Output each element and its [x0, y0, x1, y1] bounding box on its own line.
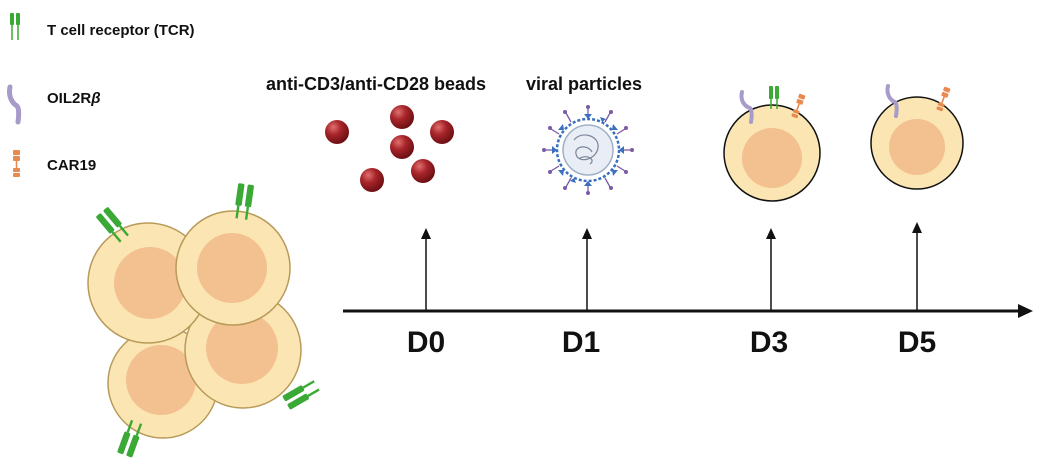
- t-cell-icon: [723, 104, 821, 202]
- car19-receptor-icon: [13, 150, 20, 177]
- legend-label-oil2rb: OIL2Rβ: [47, 90, 101, 107]
- magnetic-bead-icon: [325, 120, 349, 144]
- viral-particle-icon: [542, 105, 634, 195]
- legend-label-car19: CAR19: [47, 157, 96, 174]
- legend: T cell receptor (TCR) OIL2Rβ CAR19: [7, 13, 195, 177]
- magnetic-bead-icon: [411, 159, 435, 183]
- legend-label-oil2rb-text: OIL2R: [47, 90, 91, 107]
- arrow-d3: [766, 228, 776, 310]
- day-label-d1: D1: [562, 326, 600, 359]
- magnetic-bead-icon: [390, 105, 414, 129]
- magnetic-bead-icon: [430, 120, 454, 144]
- magnetic-bead-icon: [360, 168, 384, 192]
- legend-item-car19: CAR19: [13, 150, 96, 177]
- legend-label-oil2rb-beta: β: [90, 90, 100, 107]
- timeline-axis: [343, 304, 1033, 318]
- tcr-receptor-icon: [769, 86, 779, 109]
- legend-item-tcr: T cell receptor (TCR): [10, 13, 195, 40]
- t-cell-icon: [175, 210, 291, 326]
- oil2rb-receptor-icon: [885, 84, 899, 118]
- legend-item-oil2rb: OIL2Rβ: [7, 84, 101, 125]
- tcr-receptor-icon: [10, 13, 20, 40]
- beads-group: [325, 105, 454, 192]
- step-label-viral: viral particles: [526, 74, 642, 94]
- day-label-d3: D3: [750, 326, 788, 359]
- oil2rb-receptor-icon: [739, 90, 754, 124]
- tcr-receptor-icon: [115, 418, 146, 459]
- step-arrows: [421, 222, 922, 310]
- oil2rb-receptor-icon: [7, 84, 22, 125]
- day-label-d0: D0: [407, 326, 445, 359]
- arrow-d1: [582, 228, 592, 310]
- arrow-d0: [421, 228, 431, 310]
- magnetic-bead-icon: [390, 135, 414, 159]
- step-label-beads: anti-CD3/anti-CD28 beads: [266, 74, 486, 94]
- t-cell-cluster: [87, 181, 322, 459]
- day-labels: D0 D1 D3 D5: [407, 326, 936, 359]
- arrow-d5: [912, 222, 922, 310]
- t-cell-icon: [870, 96, 964, 190]
- day-label-d5: D5: [898, 326, 936, 359]
- legend-label-tcr: T cell receptor (TCR): [47, 22, 195, 39]
